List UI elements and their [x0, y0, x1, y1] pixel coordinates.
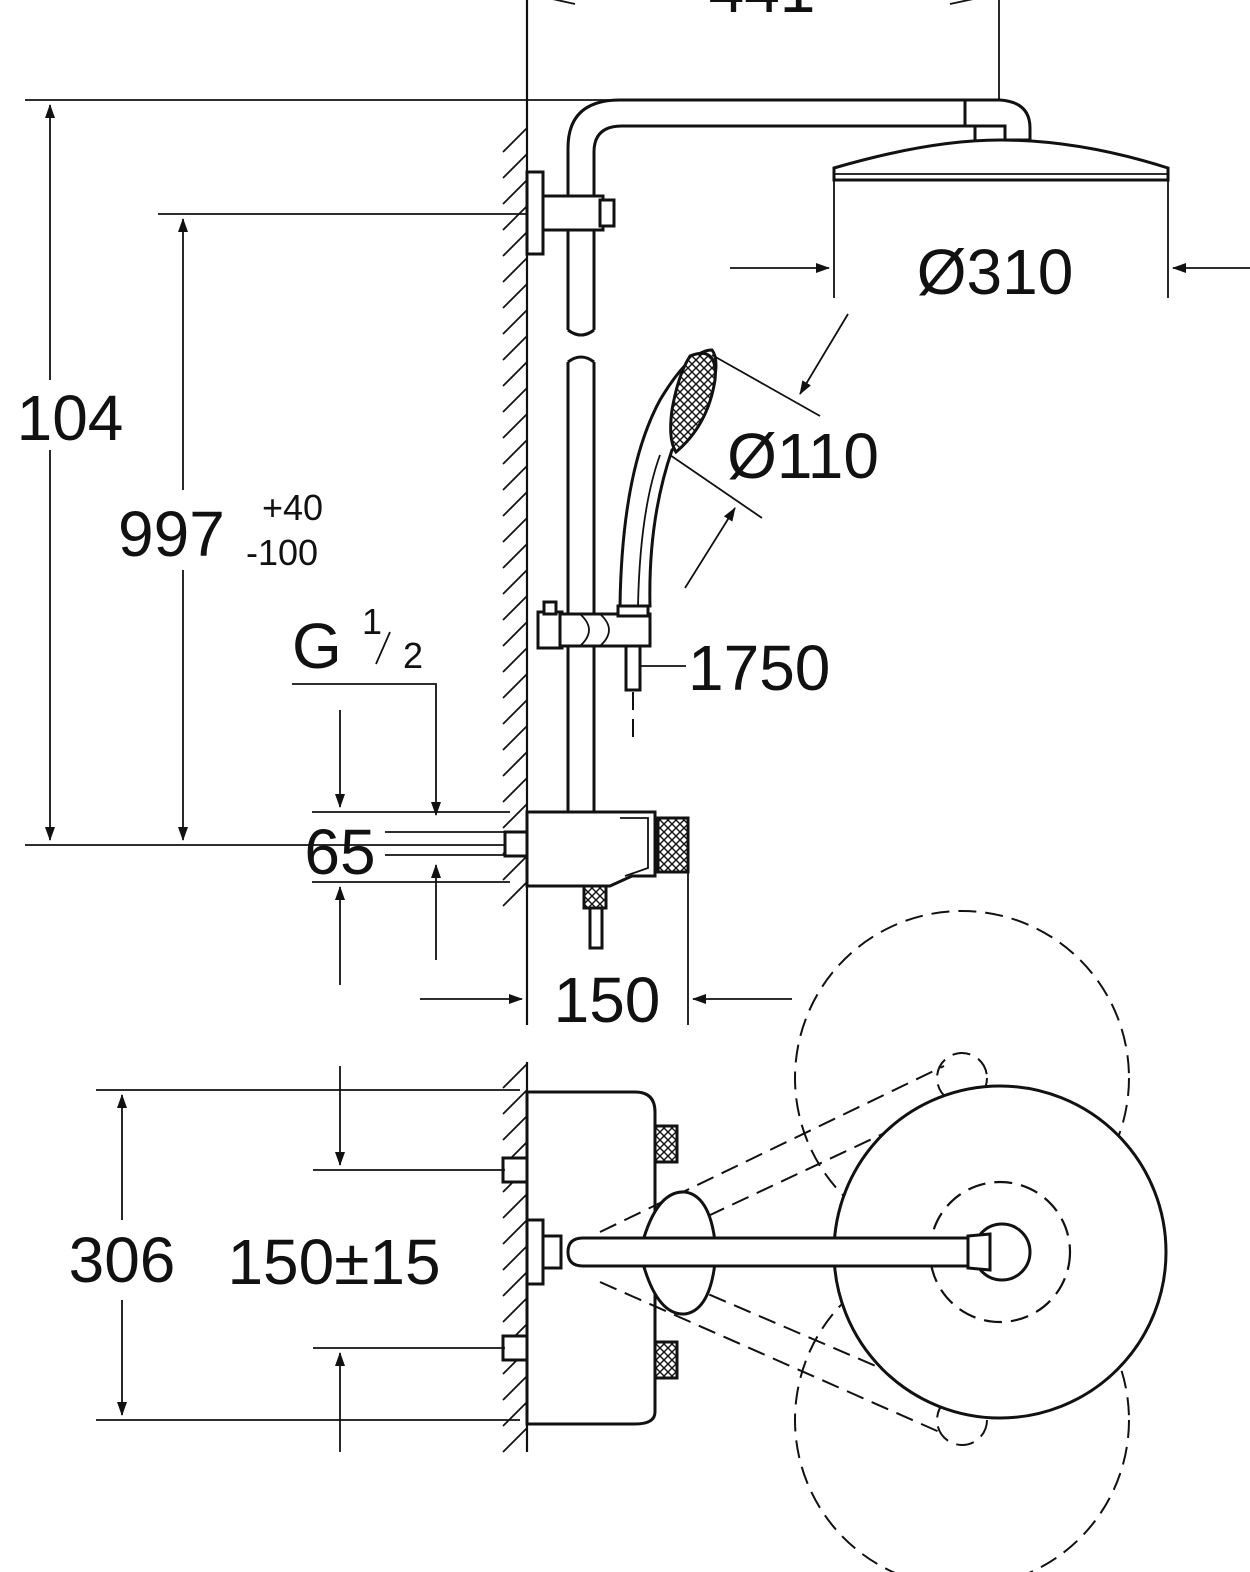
wall-hatch-line: [502, 205, 528, 231]
thread-num: 1: [362, 601, 382, 642]
wall-hatch-line: [502, 1297, 528, 1323]
dimension-997: 997 +40 -100: [118, 213, 528, 841]
thread-den: 2: [403, 635, 423, 676]
head-diameter-label: Ø310: [917, 236, 1074, 308]
dimension-997-plus: +40: [262, 487, 323, 528]
thread-g: G: [292, 610, 342, 682]
dimension-head-diameter: Ø310: [730, 236, 1250, 308]
wall-hatch-line: [502, 1115, 528, 1141]
wall-hatch-line: [502, 387, 528, 413]
dimension-65: 65: [304, 710, 510, 985]
dimension-306: 306: [69, 1089, 520, 1421]
wall-hatch-line: [502, 1375, 528, 1401]
wall-hatch-line: [502, 803, 528, 829]
dimension-306-label: 306: [69, 1224, 176, 1296]
dimension-441: 441: [526, 0, 1000, 140]
hose-length-label: 1750: [688, 632, 830, 704]
wall-hatch-line: [502, 283, 528, 309]
wall-hatch-line: [502, 1063, 528, 1089]
dimension-hand-diameter: Ø110: [669, 313, 879, 589]
dimension-150-15-label: 150±15: [227, 1226, 440, 1298]
dimension-150-15: 150±15: [227, 1066, 505, 1452]
wall-elevation: [502, 0, 529, 1025]
plan-view: [501, 910, 1168, 1572]
wall-hatch-line: [502, 309, 528, 335]
wall-hatch-line: [502, 1427, 528, 1453]
wall-hatch-line: [502, 1401, 528, 1427]
dimension-65-label: 65: [304, 816, 375, 888]
wall-hatch-line: [502, 257, 528, 283]
wall-hatch-line: [502, 127, 528, 153]
wall-hatch-line: [502, 621, 528, 647]
dimension-hose: 1750: [640, 632, 830, 704]
shower-column: [503, 98, 1170, 950]
wall-hatch-line: [502, 725, 528, 751]
dimension-997-label: 997: [118, 498, 225, 570]
wall-hatch-line: [502, 465, 528, 491]
wall-hatch-line: [502, 647, 528, 673]
wall-hatch-line: [502, 777, 528, 803]
wall-hatch-line: [502, 1089, 528, 1115]
wall-hatch-line: [502, 491, 528, 517]
wall-hatch-line: [502, 1245, 528, 1271]
wall-hatch-line: [502, 335, 528, 361]
wall-hatch-line: [502, 881, 528, 907]
hand-diameter-label: Ø110: [727, 420, 879, 492]
wall-hatch-line: [502, 361, 528, 387]
wall-hatch-line: [502, 1219, 528, 1245]
wall-hatch-line: [502, 517, 528, 543]
wall-hatch-line: [502, 1193, 528, 1219]
wall-hatch-line: [502, 699, 528, 725]
thread-label: G 1 2: [292, 601, 441, 960]
wall-hatch-line: [502, 153, 528, 179]
dimension-104-label: 104: [17, 382, 124, 454]
dimension-997-minus: -100: [246, 532, 318, 573]
wall-plan: [502, 1062, 529, 1453]
wall-hatch-line: [502, 855, 528, 881]
dimension-441-label: 441: [709, 0, 816, 26]
wall-hatch-line: [502, 179, 528, 205]
wall-hatch-line: [502, 595, 528, 621]
wall-hatch-line: [502, 673, 528, 699]
wall-hatch-line: [502, 543, 528, 569]
wall-hatch-line: [502, 751, 528, 777]
dimension-150: 150: [420, 870, 792, 1036]
wall-hatch-line: [502, 1271, 528, 1297]
wall-hatch-line: [502, 413, 528, 439]
wall-hatch-line: [502, 231, 528, 257]
wall-hatch-line: [502, 569, 528, 595]
wall-hatch-line: [502, 439, 528, 465]
dimension-150-label: 150: [554, 964, 661, 1036]
